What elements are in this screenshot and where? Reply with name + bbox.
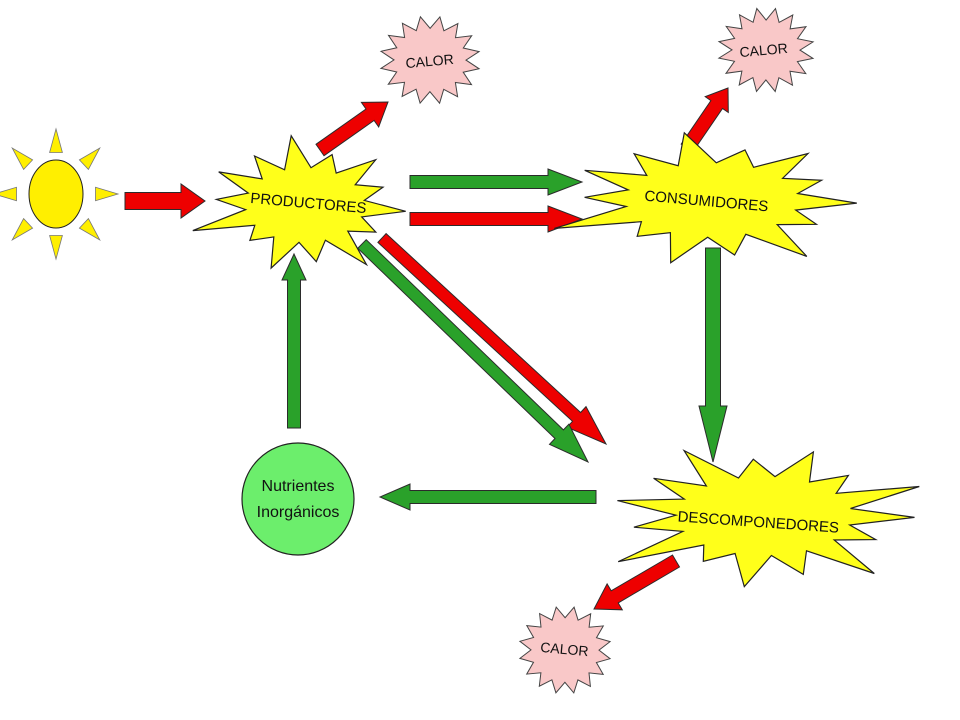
sun-icon <box>0 127 120 261</box>
sun-ray <box>49 127 63 153</box>
sun-ray <box>95 186 120 202</box>
sun-ray <box>11 217 34 242</box>
heat-burst-producers <box>379 15 481 105</box>
arrow-producers-to-decomposers-matter <box>357 238 590 464</box>
heat-label-producers: CALOR <box>405 51 454 71</box>
arrow-consumers-to-decomposers <box>698 247 728 463</box>
heat-label-decomposers: CALOR <box>540 639 589 659</box>
sun-ray <box>78 217 101 242</box>
sun-ray <box>49 235 63 261</box>
arrow-sun-to-producers <box>124 183 206 219</box>
arrow-decomposers-to-heat <box>593 554 681 611</box>
arrow-producers-to-decomposers-energy <box>377 232 608 446</box>
producers-burst <box>192 134 406 270</box>
consumers-burst <box>554 131 857 264</box>
nutrients-label-line2: Inorgánicos <box>257 504 340 521</box>
heat-burst-decomposers <box>518 606 612 694</box>
sun-ray <box>78 146 101 171</box>
sun-ray <box>0 186 17 202</box>
arrow-nutrients-to-producers <box>281 252 307 429</box>
nutrients-label-line1: Nutrientes <box>262 478 335 495</box>
arrow-producers-to-consumers-energy <box>409 205 584 233</box>
heat-burst-consumers <box>717 7 815 93</box>
arrow-decomposers-to-nutrients <box>378 483 597 511</box>
nutrients-circle <box>241 442 355 556</box>
sun-ray <box>11 146 34 171</box>
heat-label-consumers: CALOR <box>739 40 788 60</box>
arrow-producers-to-heat <box>315 101 389 157</box>
decomposers-burst <box>617 449 920 588</box>
arrow-producers-to-consumers-matter <box>409 168 584 196</box>
